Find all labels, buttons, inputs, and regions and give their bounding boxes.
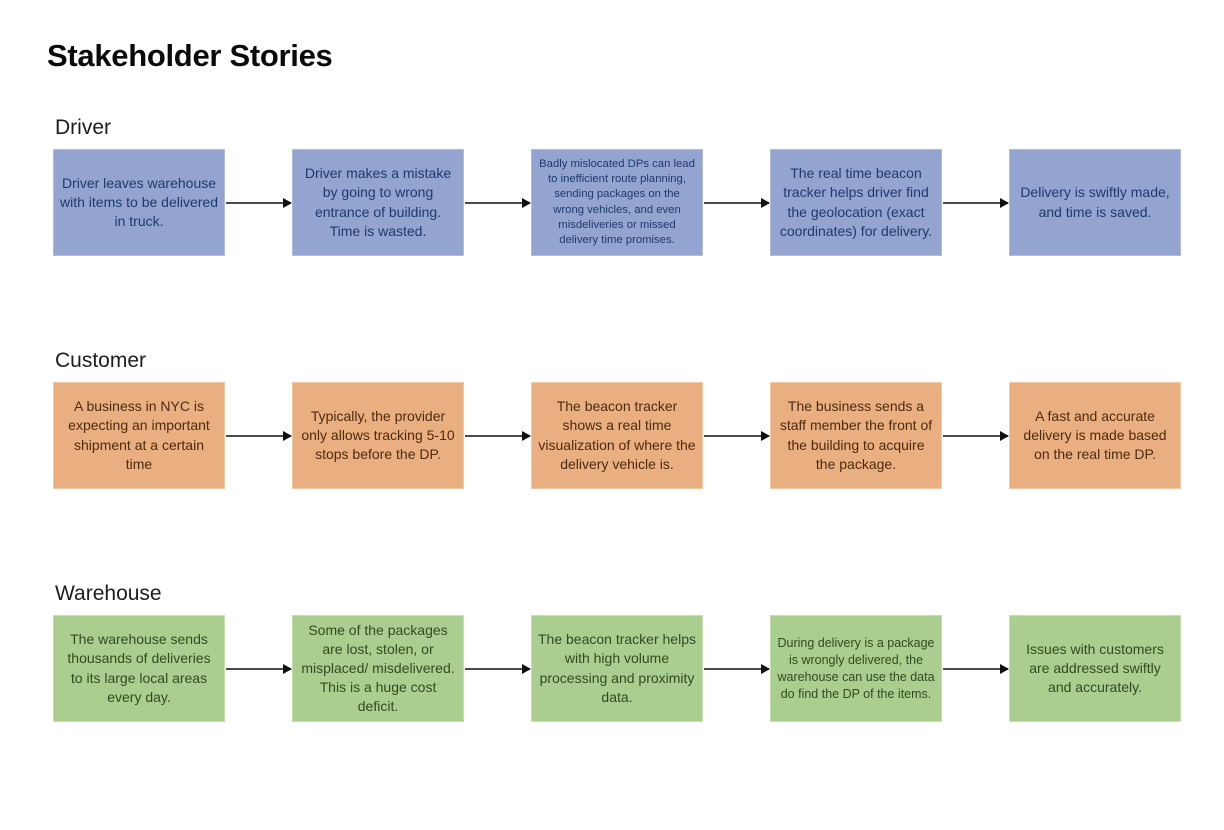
story-box-text: The real time beacon tracker helps drive…	[779, 165, 933, 239]
flow-arrow	[465, 430, 531, 441]
flow-arrow	[943, 663, 1009, 674]
story-box-text: Driver makes a mistake by going to wrong…	[304, 165, 452, 239]
driver-section: Driver Driver leaves warehouse with item…	[0, 116, 1224, 256]
customer-flow-row: A business in NYC is expecting an import…	[53, 382, 1181, 489]
flow-arrow	[226, 197, 292, 208]
driver-story-box-5: Delivery is swiftly made, and time is sa…	[1009, 149, 1181, 256]
warehouse-story-box-3: The beacon tracker helps with high volum…	[531, 615, 703, 722]
customer-section: Customer A business in NYC is expecting …	[0, 349, 1224, 489]
section-label-customer: Customer	[55, 349, 147, 372]
story-box-text: Delivery is swiftly made, and time is sa…	[1020, 184, 1170, 220]
warehouse-flow-row: The warehouse sends thousands of deliver…	[53, 615, 1181, 722]
driver-flow-row: Driver leaves warehouse with items to be…	[53, 149, 1181, 256]
warehouse-story-box-5: Issues with customers are addressed swif…	[1009, 615, 1181, 722]
story-box-text: The warehouse sends thousands of deliver…	[67, 631, 211, 705]
flow-arrow	[704, 197, 770, 208]
story-box-text: During delivery is a package is wrongly …	[777, 635, 935, 701]
story-box-text: The business sends a staff member the fr…	[779, 398, 933, 472]
customer-story-box-2: Typically, the provider only allows trac…	[292, 382, 464, 489]
flow-arrow	[226, 663, 292, 674]
flow-arrow	[465, 663, 531, 674]
story-box-text: The beacon tracker helps with high volum…	[538, 631, 696, 705]
section-label-driver: Driver	[55, 116, 111, 139]
story-box-text: Driver leaves warehouse with items to be…	[60, 174, 218, 230]
flow-arrow	[226, 430, 292, 441]
story-box-text: Some of the packages are lost, stolen, o…	[301, 621, 455, 715]
warehouse-story-box-1: The warehouse sends thousands of deliver…	[53, 615, 225, 722]
driver-story-box-3: Badly mislocated DPs can lead to ineffic…	[531, 149, 703, 256]
story-box-text: A fast and accurate delivery is made bas…	[1023, 407, 1167, 463]
flow-arrow	[704, 663, 770, 674]
customer-story-box-5: A fast and accurate delivery is made bas…	[1009, 382, 1181, 489]
story-box-text: Typically, the provider only allows trac…	[301, 407, 455, 463]
warehouse-story-box-2: Some of the packages are lost, stolen, o…	[292, 615, 464, 722]
story-box-text: Badly mislocated DPs can lead to ineffic…	[539, 157, 695, 246]
customer-story-box-4: The business sends a staff member the fr…	[770, 382, 942, 489]
story-box-text: Issues with customers are addressed swif…	[1026, 640, 1164, 696]
driver-story-box-2: Driver makes a mistake by going to wrong…	[292, 149, 464, 256]
driver-story-box-1: Driver leaves warehouse with items to be…	[53, 149, 225, 256]
page-title: Stakeholder Stories	[47, 38, 333, 73]
warehouse-section: Warehouse The warehouse sends thousands …	[0, 582, 1224, 722]
flow-arrow	[943, 197, 1009, 208]
story-box-text: A business in NYC is expecting an import…	[68, 398, 210, 472]
flow-arrow	[943, 430, 1009, 441]
warehouse-story-box-4: During delivery is a package is wrongly …	[770, 615, 942, 722]
customer-story-box-3: The beacon tracker shows a real time vis…	[531, 382, 703, 489]
flow-arrow	[465, 197, 531, 208]
customer-story-box-1: A business in NYC is expecting an import…	[53, 382, 225, 489]
driver-story-box-4: The real time beacon tracker helps drive…	[770, 149, 942, 256]
story-box-text: The beacon tracker shows a real time vis…	[538, 398, 696, 472]
flow-arrow	[704, 430, 770, 441]
section-label-warehouse: Warehouse	[55, 582, 162, 605]
